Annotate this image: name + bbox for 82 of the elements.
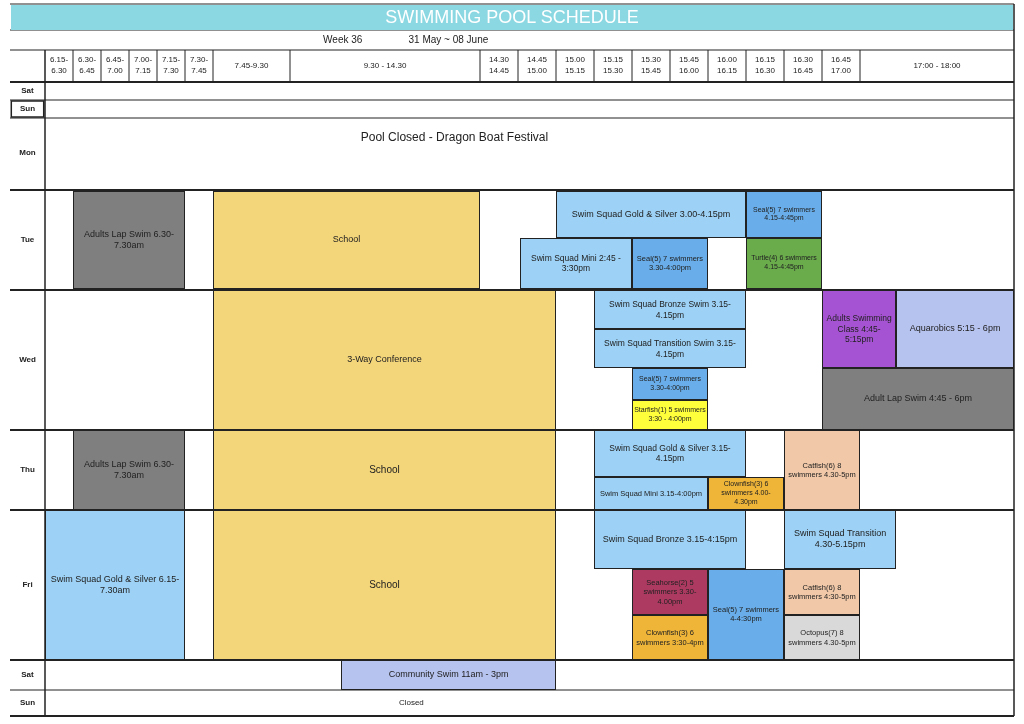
- event-label: 3-Way Conference: [347, 354, 422, 366]
- event-block: [594, 476, 708, 510]
- event-label: School: [369, 463, 400, 477]
- time-header: 15.00 15.15: [564, 55, 586, 77]
- schedule-title: SWIMMING POOL SCHEDULE: [11, 5, 1013, 30]
- time-header: 6.45- 7.00: [104, 55, 126, 77]
- week-label: Week 36: [323, 33, 363, 47]
- time-header: 16.00 16.15: [716, 55, 738, 77]
- event-block: [632, 399, 708, 430]
- time-header: 16.30 16.45: [792, 55, 814, 77]
- event-label: Swim Squad Gold & Silver 6.15-7.30am: [49, 573, 181, 597]
- event-label: Adults Lap Swim 6.30-7.30am: [82, 228, 175, 252]
- time-header: 7.30- 7.45: [188, 55, 210, 77]
- time-header: 14.30 14.45: [488, 55, 510, 77]
- day-label: Sun: [19, 103, 36, 115]
- day-label: Sat: [21, 85, 34, 97]
- event-label: School: [332, 234, 361, 246]
- closed-notice: Pool Closed - Dragon Boat Festival: [360, 129, 549, 146]
- event-block: [784, 568, 860, 616]
- event-block: [213, 290, 556, 430]
- event-block: [784, 430, 860, 510]
- time-header: 9.30 - 14.30: [363, 60, 407, 72]
- time-header: 7.00- 7.15: [132, 55, 154, 77]
- day-label: Tue: [20, 234, 35, 246]
- event-block: [822, 290, 897, 369]
- event-label: Adults Swimming Class 4:45-5:15pm: [825, 313, 893, 346]
- event-label: Swim Squad Transition 4.30-5.15pm: [793, 528, 888, 551]
- day-label: Fri: [22, 579, 33, 591]
- event-label: Swim Squad Gold & Silver 3.00-4.15pm: [571, 208, 731, 220]
- event-label: Swim Squad Bronze 3.15-4:15pm: [602, 533, 738, 546]
- event-block: [784, 615, 860, 660]
- event-block: [45, 510, 185, 660]
- event-block: [594, 510, 746, 569]
- event-block: [896, 290, 1014, 369]
- event-label: Swim Squad Gold & Silver 3.15-4.15pm: [608, 442, 732, 464]
- event-block: [73, 191, 185, 289]
- event-block: [213, 510, 556, 660]
- time-header: 6.15- 6.30: [48, 55, 70, 77]
- time-header: 7.45-9.30: [234, 60, 269, 72]
- event-block: [746, 191, 822, 238]
- event-block: [594, 430, 746, 477]
- event-block: [784, 510, 897, 569]
- event-block: [632, 368, 708, 400]
- time-header: 17:00 - 18:00: [913, 60, 961, 72]
- day-label: Sat: [21, 670, 34, 681]
- day-label: Mon: [19, 147, 36, 159]
- event-label: Adults Lap Swim 6.30-7.30am: [82, 458, 175, 482]
- event-label: Community Swim 11am - 3pm: [388, 669, 509, 681]
- event-label: Swim Squad Bronze Swim 3.15-4.15pm: [608, 298, 732, 321]
- event-block: [746, 237, 822, 289]
- time-header: 15.45 16.00: [678, 55, 700, 77]
- event-block: [213, 430, 556, 510]
- event-block: [73, 430, 185, 510]
- event-label: Adult Lap Swim 4:45 - 6pm: [863, 393, 973, 405]
- closed-notice: Closed: [398, 698, 424, 710]
- event-block: [213, 191, 480, 289]
- time-header: 7.15- 7.30: [160, 55, 182, 77]
- event-label: School: [369, 578, 400, 592]
- day-label: Sun: [19, 698, 36, 710]
- day-label: Wed: [19, 355, 36, 366]
- time-header: 14.45 15.00: [526, 55, 548, 77]
- event-block: [632, 237, 708, 289]
- event-label: Aquarobics 5:15 - 6pm: [909, 323, 1001, 335]
- event-block: [594, 329, 746, 369]
- day-label: Thu: [20, 464, 35, 476]
- event-block: [341, 660, 556, 690]
- event-block: [519, 237, 632, 289]
- event-block: [708, 568, 784, 660]
- event-block: [822, 368, 1014, 430]
- event-label: Swim Squad Mini 2:45 - 3:30pm: [530, 252, 622, 274]
- event-block: [708, 476, 784, 510]
- time-header: 15.15 15.30: [602, 55, 624, 77]
- time-header: 6.30- 6.45: [76, 55, 98, 77]
- event-block: [632, 568, 708, 616]
- time-header: 16.15 16.30: [754, 55, 776, 77]
- time-header: 16.45 17.00: [830, 55, 852, 77]
- event-block: [556, 191, 746, 238]
- time-header: 15.30 15.45: [640, 55, 662, 77]
- date-range: 31 May ~ 08 June: [408, 33, 489, 47]
- event-block: [632, 615, 708, 660]
- event-label: Swim Squad Transition Swim 3.15-4.15pm: [603, 338, 737, 360]
- event-block: [594, 290, 746, 330]
